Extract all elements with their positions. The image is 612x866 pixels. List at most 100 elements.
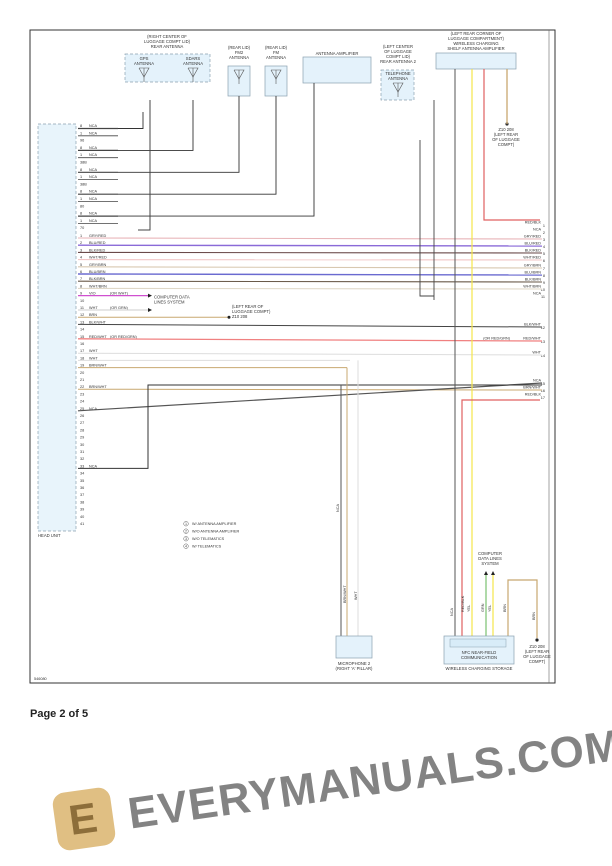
- head-unit-pin-number: 20: [80, 371, 84, 375]
- nca-wire: [419, 140, 434, 297]
- head-unit-pin-label: RED/WHT: [89, 335, 107, 339]
- head-unit-pin-number: 8: [80, 212, 82, 216]
- rear-antenna-label: (RIGHT CENTER OF: [147, 34, 187, 39]
- arrow-icon: [491, 571, 495, 575]
- wire-label: GRN: [481, 603, 485, 612]
- right-connector-pin-number: 10: [541, 288, 545, 292]
- ground-mid-label: Z10 208: [232, 314, 248, 319]
- legend-text: W/ TELEMATICS: [192, 545, 222, 549]
- head-unit-pin-label: 38B: [80, 182, 87, 186]
- arrow-icon: [148, 308, 152, 312]
- wire-label: YEL: [467, 605, 471, 612]
- right-connector-pin-number: 16: [541, 389, 545, 393]
- head-unit-pin-label: NCA: [89, 407, 97, 411]
- wire-color-note: (OR GRN): [110, 306, 128, 310]
- brn-wht-wire: [77, 388, 543, 391]
- wireless-shelf-amplifier-label: WIRELESS CHARGING: [453, 41, 498, 46]
- wire-label: WHT: [354, 591, 358, 600]
- head-unit-pin-number: 1: [80, 131, 82, 135]
- head-unit-pin-number: 8: [80, 168, 82, 172]
- harness-wire: [77, 287, 543, 290]
- head-unit-pin-number: 33: [80, 464, 84, 468]
- right-connector-pin-number: 7: [543, 267, 545, 271]
- fm-antenna-label: ANTENNA: [266, 55, 286, 60]
- nfc-label: NFC NEAR-FIELD: [462, 650, 497, 655]
- wire-label: YEL: [488, 605, 492, 612]
- coax-run: [118, 96, 240, 173]
- sdars-antenna-label: SDARS: [186, 56, 201, 61]
- head-unit-pin-number: 11: [80, 306, 84, 310]
- coax-run: [118, 112, 144, 129]
- wht-wire: [77, 352, 543, 356]
- right-connector-pin-number: 4: [543, 245, 545, 249]
- head-unit-pin-number: 10: [80, 299, 84, 303]
- ground-bottom-label: Z10 208: [529, 644, 545, 649]
- head-unit-pin-number: 15: [80, 335, 84, 339]
- right-connector-wire-label: GRY/RED: [524, 235, 541, 239]
- wire-label: NCA: [336, 504, 340, 512]
- head-unit-pin-number: 7: [80, 277, 82, 281]
- head-unit-pin-number: 19: [80, 364, 84, 368]
- head-unit-pin-number: 28: [80, 428, 84, 432]
- head-unit-pin-label: NCA: [89, 168, 97, 172]
- legend-number: 4: [185, 545, 187, 549]
- nfc-label: COMMUNICATION: [461, 655, 497, 660]
- ground-icon: [227, 315, 231, 319]
- right-connector-wire-label: BLK/RED: [525, 249, 542, 253]
- wire-label: RED/BLK: [461, 595, 465, 612]
- wire-label: BRN: [503, 604, 507, 612]
- ground-top-label: (LEFT REAR: [494, 132, 518, 137]
- right-connector-wire-label: BLU/RED: [525, 242, 542, 246]
- legend-text: W/O TELEMATICS: [192, 537, 225, 541]
- brn-wire: [507, 579, 538, 638]
- legend-marker: [183, 543, 189, 549]
- legend-text: W/ ANTENNA AMPLIFIER: [192, 522, 237, 526]
- head-unit-pin-label: BRN: [89, 313, 97, 317]
- head-unit-pin-number: 26: [80, 414, 84, 418]
- ground-top-label: COMPT): [498, 142, 515, 147]
- head-unit-pin-label: 70: [80, 226, 84, 230]
- legend-text: W/O ANTENNA AMPLIFIER: [192, 530, 240, 534]
- ground-mid-label: (LEFT REAR OF: [232, 304, 264, 309]
- harness-wire: [77, 266, 543, 269]
- right-connector-wire-label: BRN/WHT: [523, 386, 541, 390]
- ground-top-label: Z10 208: [498, 127, 514, 132]
- right-connector-wire-label: RED/BLK: [525, 221, 542, 225]
- wireless-shelf-amplifier-label: LUGGAGE COMPARTMENT): [448, 36, 504, 41]
- head-unit-pin-number: 1: [80, 153, 82, 157]
- head-unit-pin-number: 8: [80, 124, 82, 128]
- wire-color-note: (OR RED/GRN): [110, 335, 138, 339]
- head-unit-pin-label: BRN/WHT: [89, 364, 107, 368]
- head-unit-pin-label: BLK/BRN: [89, 277, 106, 281]
- head-unit-pin-number: 30: [80, 443, 84, 447]
- legend-marker: [183, 521, 189, 527]
- right-connector-pin-number: 8: [543, 274, 545, 278]
- head-unit-pin-label: NCA: [89, 464, 97, 468]
- head-unit-pin-label: NCA: [89, 219, 97, 223]
- head-unit-pin-number: 32: [80, 457, 84, 461]
- head-unit-pin-number: 3: [80, 248, 82, 252]
- right-connector-wire-label: NCA: [533, 292, 541, 296]
- red-blk-wire: [483, 69, 540, 221]
- ground-bottom-label: COMPT): [529, 659, 546, 664]
- head-unit-pin-label: WHT: [89, 356, 98, 360]
- head-unit-pin-label: 96: [80, 139, 84, 143]
- wire-color-note: (OR WHT): [110, 292, 129, 296]
- head-unit-pin-number: 1: [80, 197, 82, 201]
- head-unit-pin-number: 38: [80, 500, 84, 504]
- antenna-amplifier-label: ANTENNA AMPLIFIER: [316, 51, 359, 56]
- head-unit-pin-number: 5: [80, 263, 82, 267]
- right-connector-wire-label: BLU/BRN: [525, 271, 542, 275]
- ground-bottom-label: (LEFT REAR: [525, 649, 549, 654]
- head-unit-pin-number: 14: [80, 328, 84, 332]
- fm2-antenna-label: ANTENNA: [229, 55, 249, 60]
- computer-data-lines-label-2: DATA LINES: [478, 556, 502, 561]
- rear-antenna-2-box: [380, 69, 415, 101]
- right-connector-wire-label: BLK/WHT: [524, 323, 542, 327]
- head-unit-pin-number: 9: [80, 292, 82, 296]
- legend-number: 2: [185, 530, 187, 534]
- wire-label: BRN: [532, 612, 536, 620]
- rear-antenna-2-label: OF LUGGAGE: [384, 49, 412, 54]
- head-unit-pin-number: 27: [80, 421, 84, 425]
